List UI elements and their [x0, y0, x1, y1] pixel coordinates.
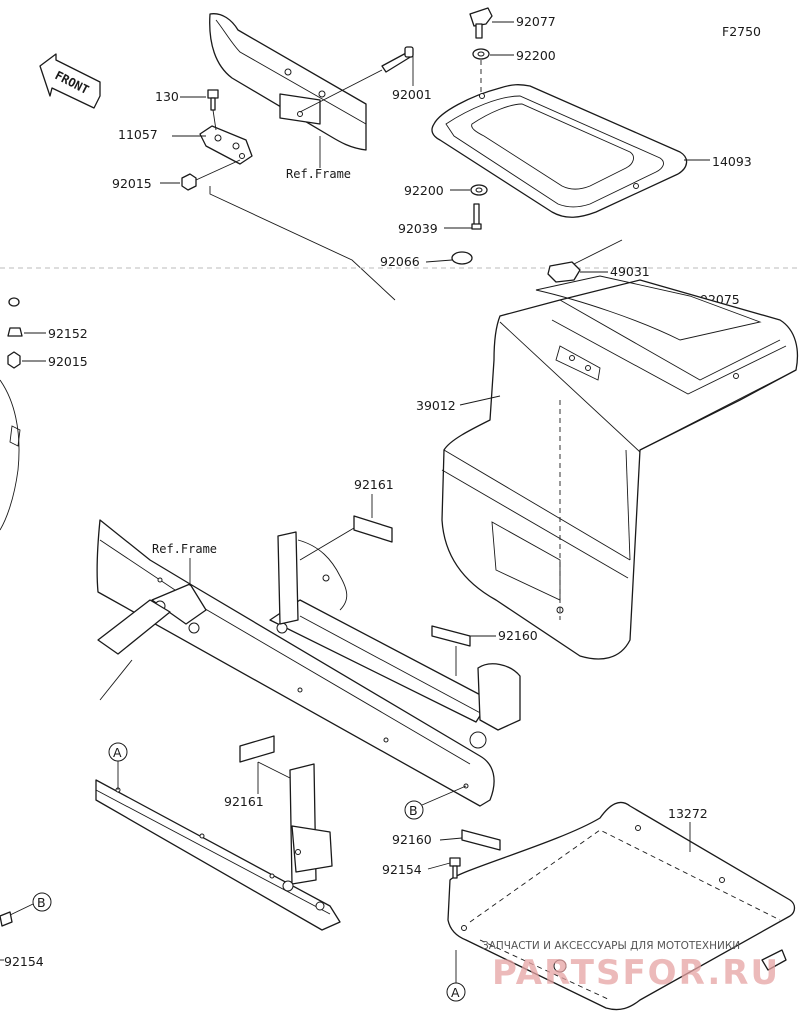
ref-frame-label-lower: Ref.Frame	[152, 542, 217, 556]
svg-text:A: A	[113, 745, 122, 760]
callout-92160-lower: 92160	[392, 832, 432, 847]
marker-a-top: A	[108, 742, 128, 790]
callout-14093: 14093	[712, 154, 752, 169]
storage-box-39012	[441, 275, 799, 660]
lower-left-rail	[95, 659, 341, 931]
pad-92160-mid	[431, 625, 471, 647]
latch-knob-92077	[469, 7, 493, 39]
callout-92015-left: 92015	[48, 354, 88, 369]
callout-13272: 13272	[668, 806, 708, 821]
bolt-92154-left	[0, 911, 13, 927]
svg-text:B: B	[37, 895, 46, 910]
callout-92200-lower: 92200	[404, 183, 444, 198]
callout-92200-top: 92200	[516, 48, 556, 63]
cap-92066	[451, 251, 473, 265]
callout-39012: 39012	[416, 398, 456, 413]
svg-text:A: A	[451, 985, 460, 1000]
bracket-11057	[199, 125, 253, 165]
nut-92015-top	[181, 173, 197, 191]
marker-b-left: B	[7, 892, 52, 917]
pad-92160-lower	[461, 829, 501, 851]
latch-49031	[547, 261, 581, 283]
callout-92001: 92001	[392, 87, 432, 102]
callout-92161-lower: 92161	[224, 794, 264, 809]
upper-frame-rail	[209, 13, 367, 151]
svg-text:B: B	[409, 803, 418, 818]
callout-130: 130	[155, 89, 179, 104]
lid-14093	[431, 84, 688, 218]
pad-92161-top	[353, 515, 393, 543]
front-arrow-icon: FRONT	[39, 53, 101, 109]
washer-92200-top	[472, 48, 490, 60]
callout-49031: 49031	[610, 264, 650, 279]
marker-a-bottom: A	[446, 950, 466, 1002]
callout-92154-left: 92154	[4, 954, 44, 969]
callout-92161-top: 92161	[354, 477, 394, 492]
pin-92039	[471, 203, 482, 230]
callout-92015-top: 92015	[112, 176, 152, 191]
callout-92154-lower: 92154	[382, 862, 422, 877]
callout-11057: 11057	[118, 127, 158, 142]
pad-92161-lower	[239, 735, 275, 763]
callout-92152: 92152	[48, 326, 88, 341]
callout-92160-mid: 92160	[498, 628, 538, 643]
callout-92066: 92066	[380, 254, 420, 269]
watermark-subtitle: ЗАПЧАСТИ И АКСЕССУАРЫ ДЛЯ МОТОТЕХНИКИ	[482, 940, 740, 952]
callout-92039: 92039	[398, 221, 438, 236]
watermark-logo: PARTSFOR.RU	[492, 953, 780, 993]
washer-92200-lower	[470, 184, 488, 196]
callout-92077: 92077	[516, 14, 556, 29]
bolt-130	[207, 89, 219, 111]
figure-code: F2750	[722, 24, 761, 39]
ref-frame-label-top: Ref.Frame	[286, 167, 351, 181]
marker-b-mid: B	[404, 785, 467, 820]
bolt-92154-lower	[449, 857, 461, 879]
bolt-92001	[381, 46, 414, 73]
left-nut-stack	[7, 297, 23, 369]
skid-plate-13272	[447, 801, 796, 1011]
lower-frame	[96, 519, 521, 807]
